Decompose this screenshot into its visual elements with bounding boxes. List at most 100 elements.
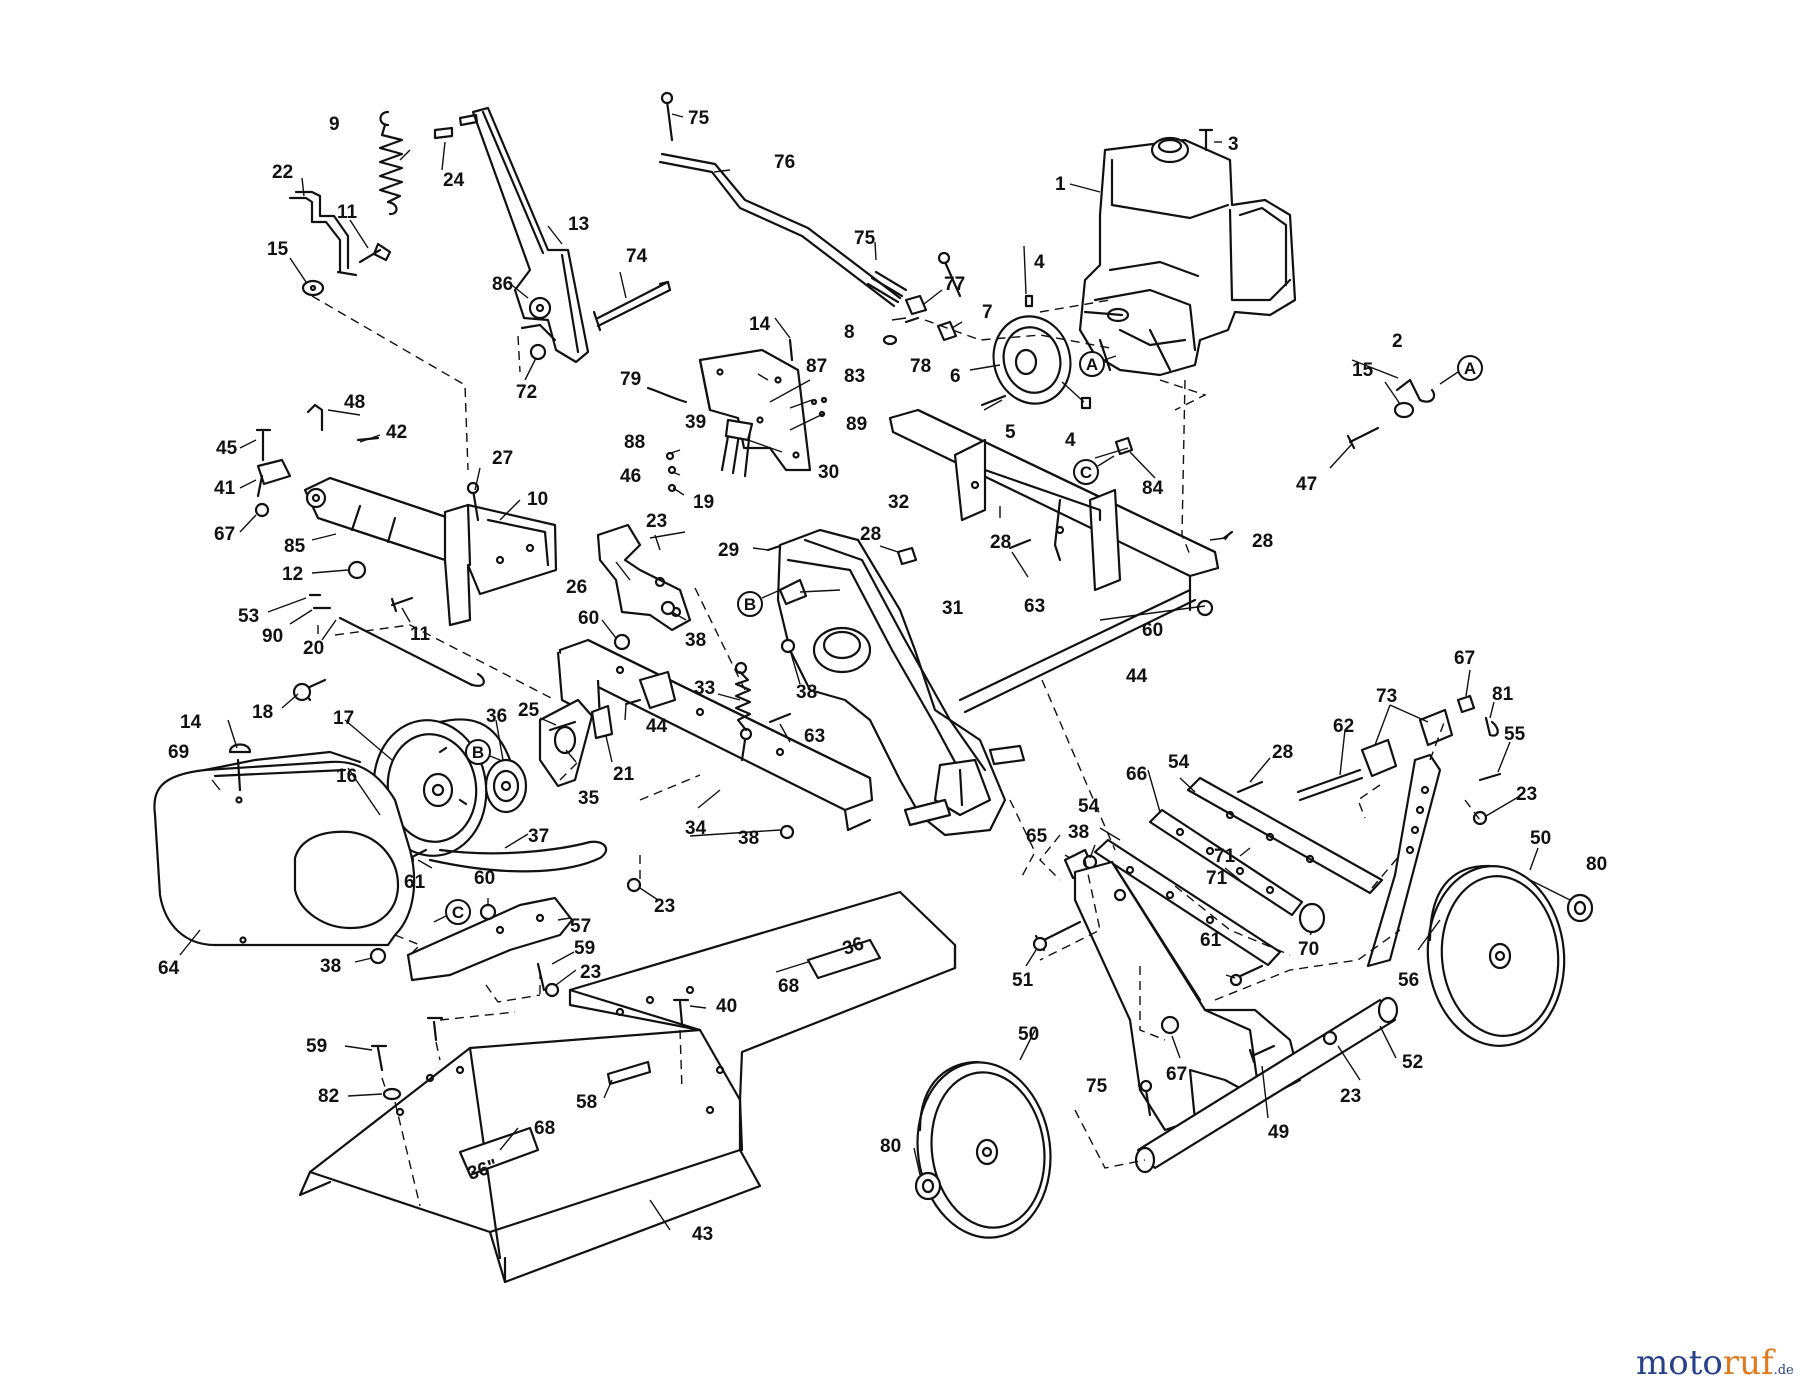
wheel-50-right (1426, 864, 1566, 1047)
ref-marker-c-cover: C (433, 899, 471, 925)
callout-41: 41 (214, 478, 236, 499)
nut-38-left (369, 947, 387, 965)
callout-47: 47 (1296, 474, 1317, 495)
callout-74: 74 (626, 246, 648, 267)
callout-18: 18 (252, 702, 273, 723)
nut-23-hood (544, 982, 560, 998)
callout-71-b: 71 (1206, 868, 1228, 889)
callout-40: 40 (716, 996, 737, 1017)
callout-52: 52 (1402, 1052, 1423, 1073)
engine-part (1078, 136, 1297, 377)
svg-text:motoruf.de: motoruf.de (1636, 1343, 1794, 1383)
callout-53: 53 (238, 606, 259, 627)
frame-tube-44-part (958, 588, 1197, 714)
callout-23-c: 23 (580, 962, 601, 983)
callout-26: 26 (566, 577, 587, 598)
callout-61-left: 61 (404, 872, 426, 893)
pin-2 (1395, 378, 1436, 403)
callout-88: 88 (624, 432, 645, 453)
callout-67-axle: 67 (1166, 1064, 1187, 1085)
wheel-bracket-part (1073, 860, 1302, 1132)
washer-82 (382, 1087, 402, 1101)
bolt-49 (1248, 1044, 1276, 1064)
callout-69: 69 (168, 742, 189, 763)
callout-15-right: 15 (1352, 360, 1374, 381)
leader-lines (179, 113, 1571, 1231)
washer-80-right (1566, 893, 1594, 923)
callout-70: 70 (1298, 939, 1319, 960)
callout-44-pin: 44 (646, 716, 668, 737)
axle-bolt-74-part (592, 280, 672, 332)
callout-63-right: 63 (1024, 596, 1045, 617)
callout-67-left: 67 (214, 524, 235, 545)
bolt-63-right (1008, 538, 1032, 550)
bolt-59-mid (536, 962, 546, 992)
callout-81: 81 (1492, 684, 1514, 705)
callout-58: 58 (576, 1092, 597, 1113)
callout-21: 21 (613, 764, 635, 785)
callout-28-a: 28 (860, 524, 881, 545)
callout-42: 42 (386, 422, 407, 443)
ref-marker-c-frame: C (1073, 455, 1115, 485)
callout-11-top: 11 (337, 202, 358, 223)
pin-8 (904, 316, 920, 324)
knob-14-left (228, 743, 252, 792)
nut-38-mid (660, 600, 676, 616)
callout-43: 43 (692, 1224, 713, 1245)
tine-hood-43-part: 36 36" (298, 890, 957, 1284)
nut-12 (347, 560, 367, 580)
pin-44 (624, 698, 642, 706)
callout-27: 27 (492, 448, 513, 469)
bolt-59-hood (426, 1016, 444, 1042)
bracket-21 (590, 704, 614, 740)
callout-35: 35 (578, 788, 600, 809)
callout-2: 2 (1392, 331, 1403, 352)
callout-78: 78 (910, 356, 931, 377)
bolt-62 (1296, 768, 1364, 802)
callout-62: 62 (1333, 716, 1354, 737)
callout-48: 48 (344, 392, 365, 413)
washer-15-right (1393, 401, 1415, 419)
callout-75-mid: 75 (854, 228, 876, 249)
transmission-31-part (776, 528, 1026, 837)
callout-50-left: 50 (1018, 1024, 1039, 1045)
callout-23-b: 23 (654, 896, 675, 917)
callout-71-a: 71 (1214, 846, 1236, 867)
callout-24: 24 (443, 170, 465, 191)
callout-59-left: 59 (306, 1036, 327, 1057)
callout-numbers: 1 2 3 4 4 5 6 7 8 9 10 11 11 12 13 14 14… (158, 108, 1607, 1245)
depth-bar-66-part (1148, 808, 1304, 917)
bolt-59-left (370, 1044, 388, 1072)
callout-25: 25 (518, 700, 540, 721)
callout-38-a: 38 (685, 630, 706, 651)
callout-60-b: 60 (474, 868, 495, 889)
callout-63-mid: 63 (804, 726, 825, 747)
callout-56: 56 (1398, 970, 1419, 991)
callout-32: 32 (888, 492, 909, 513)
spring-part (378, 110, 404, 216)
alignment-lines (311, 295, 1481, 1207)
panel-30-part (698, 348, 812, 472)
callout-51: 51 (1012, 970, 1034, 991)
callout-54-a: 54 (1168, 752, 1190, 773)
bolt-3 (1198, 128, 1214, 152)
handle-lever-part (471, 106, 590, 364)
callout-67-right: 67 (1454, 648, 1475, 669)
callout-66: 66 (1126, 764, 1147, 785)
callout-49: 49 (1268, 1122, 1289, 1143)
callout-61-right: 61 (1200, 930, 1222, 951)
callout-38-b: 38 (796, 682, 817, 703)
callout-13: 13 (568, 214, 589, 235)
callout-28-d: 28 (1272, 742, 1293, 763)
bracket-57-part (406, 896, 574, 982)
nut-23-lower (626, 877, 642, 893)
callout-20: 20 (303, 638, 324, 659)
watermark-logo: motoruf.de (1636, 1343, 1794, 1383)
callout-65: 65 (1026, 826, 1048, 847)
callout-12: 12 (282, 564, 303, 585)
callout-68-lower: 68 (534, 1118, 555, 1139)
callout-76: 76 (774, 152, 795, 173)
callout-14-right: 14 (749, 314, 771, 335)
spring-33-part (734, 661, 753, 741)
